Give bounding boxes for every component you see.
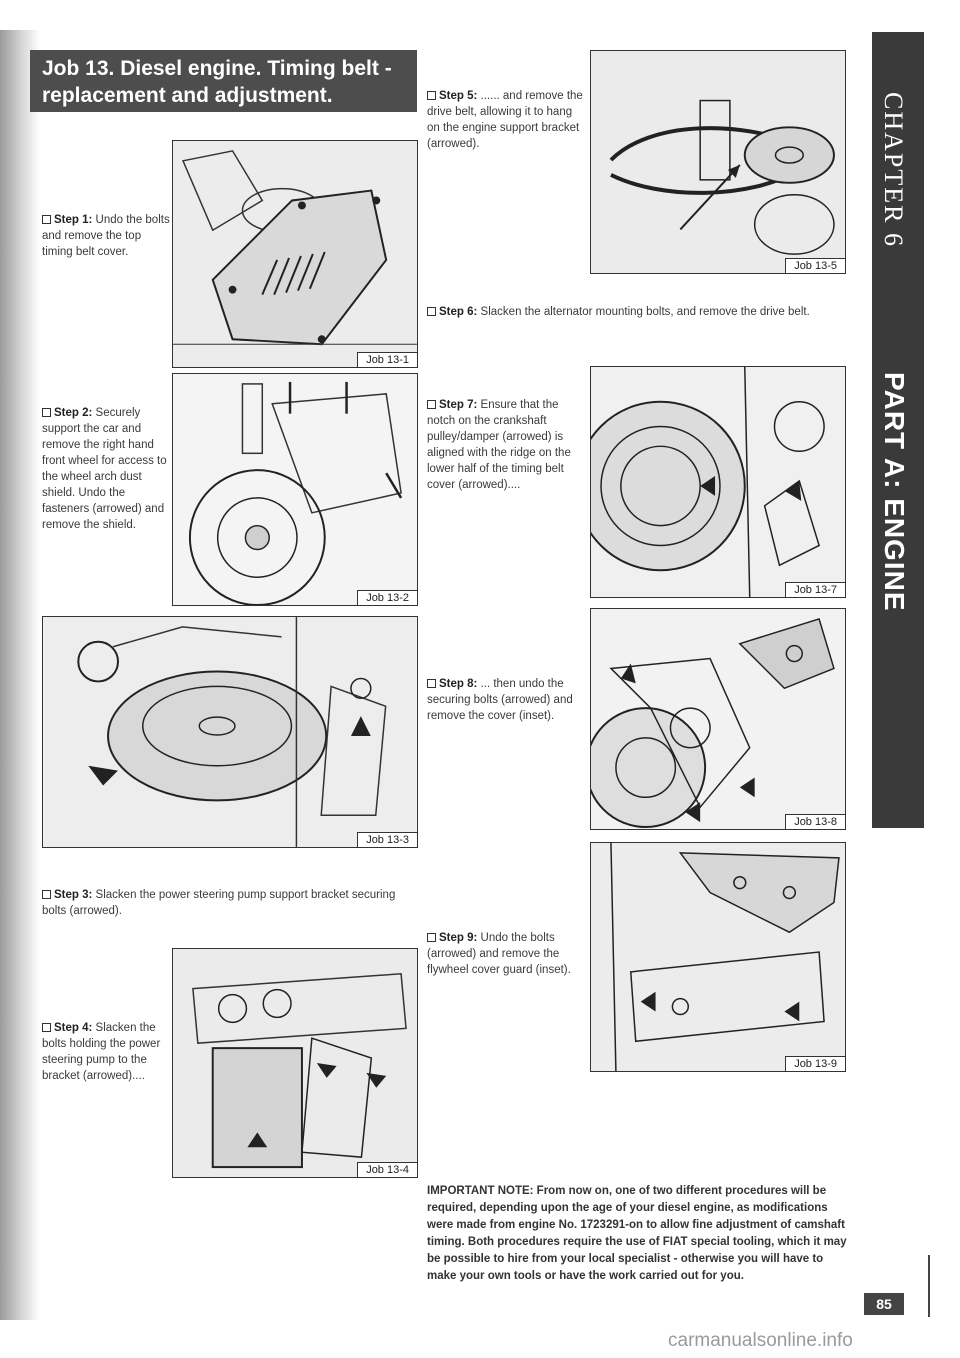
figure-job-13-8: Job 13-8 [590,608,846,830]
figure-caption: Job 13-7 [785,582,845,597]
step-text: Slacken the bolts holding the power stee… [42,1022,161,1082]
step-label: Step 3: [54,889,93,901]
figure-job-13-3: Job 13-3 [42,616,418,848]
drive-belt-illustration [591,51,845,273]
figure-job-13-2: Job 13-2 [172,373,418,606]
important-note: IMPORTANT NOTE: From now on, one of two … [427,1185,847,1282]
page-number: 85 [864,1293,904,1315]
step-label: Step 5: [439,90,478,102]
step-text: Ensure that the notch on the crankshaft … [427,399,571,491]
step-text: ... then undo the securing bolts (arrowe… [427,678,573,722]
figure-job-13-5: Job 13-5 [590,50,846,274]
pump-bracket-illustration [173,949,417,1177]
step-3: Step 3: Slacken the power steering pump … [42,887,402,919]
step-text: Undo the bolts (arrowed) and remove the … [427,932,571,976]
timing-belt-cover-illustration [173,141,417,367]
step-text: Securely support the car and remove the … [42,407,167,531]
power-steering-pump-illustration [43,617,417,847]
step-text: ...... and remove the drive belt, allowi… [427,90,583,150]
timing-cover-bolts-illustration [591,609,845,829]
page-gutter-shade [0,30,40,1320]
figure-job-13-7: Job 13-7 [590,366,846,598]
step-9: Step 9: Undo the bolts (arrowed) and rem… [427,930,589,978]
figure-caption: Job 13-2 [357,590,417,605]
figure-job-13-9: Job 13-9 [590,842,846,1072]
step-label: Step 8: [439,678,478,690]
checkbox-icon[interactable] [427,91,436,100]
checkbox-icon[interactable] [42,408,51,417]
figure-job-13-1: Job 13-1 [172,140,418,368]
chapter-label: CHAPTER 6 [879,92,908,248]
page-number-rule [928,1255,930,1317]
checkbox-icon[interactable] [427,400,436,409]
step-label: Step 4: [54,1022,93,1034]
checkbox-icon[interactable] [427,679,436,688]
crankshaft-pulley-illustration [591,367,845,597]
step-text: Slacken the power steering pump support … [42,889,396,917]
figure-caption: Job 13-5 [785,258,845,273]
figure-caption: Job 13-4 [357,1162,417,1177]
step-label: Step 7: [439,399,478,411]
checkbox-icon[interactable] [42,1023,51,1032]
wheel-arch-illustration [173,374,417,605]
part-label: PART A: ENGINE [879,372,910,612]
figure-job-13-4: Job 13-4 [172,948,418,1178]
step-7: Step 7: Ensure that the notch on the cra… [427,397,589,493]
step-label: Step 9: [439,932,478,944]
step-8: Step 8: ... then undo the securing bolts… [427,676,589,724]
step-4: Step 4: Slacken the bolts holding the po… [42,1020,170,1084]
watermark: carmanualsonline.info [668,1330,853,1351]
step-label: Step 6: [439,306,478,318]
step-text: Slacken the alternator mounting bolts, a… [480,306,810,318]
step-text: Undo the bolts and remove the top timing… [42,214,170,258]
figure-caption: Job 13-8 [785,814,845,829]
step-1: Step 1: Undo the bolts and remove the to… [42,212,170,260]
checkbox-icon[interactable] [427,307,436,316]
step-label: Step 1: [54,214,93,226]
chapter-sidebar: CHAPTER 6 PART A: ENGINE [872,32,924,828]
step-5: Step 5: ...... and remove the drive belt… [427,88,587,152]
figure-caption: Job 13-9 [785,1056,845,1071]
step-2: Step 2: Securely support the car and rem… [42,405,170,533]
checkbox-icon[interactable] [427,933,436,942]
figure-caption: Job 13-1 [357,352,417,367]
figure-caption: Job 13-3 [357,832,417,847]
checkbox-icon[interactable] [42,890,51,899]
checkbox-icon[interactable] [42,215,51,224]
step-6: Step 6: Slacken the alternator mounting … [427,304,847,320]
job-title: Job 13. Diesel engine. Timing belt - rep… [30,50,417,112]
step-label: Step 2: [54,407,93,419]
flywheel-guard-illustration [591,843,845,1071]
